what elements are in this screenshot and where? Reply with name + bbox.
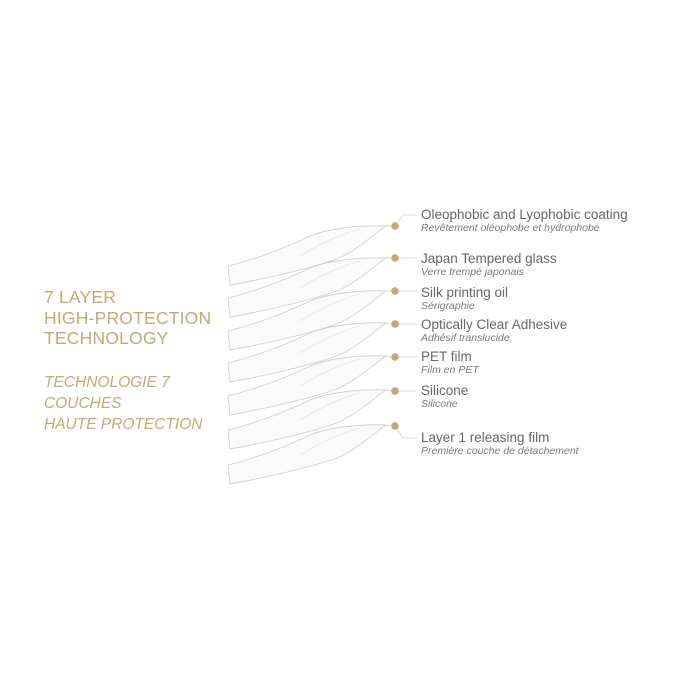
layer-label-french: Silicone bbox=[421, 398, 458, 410]
layer-crease bbox=[299, 325, 361, 354]
layer-label-french: Revêtement oléophobe et hydrophobe bbox=[421, 222, 600, 234]
layer-dot bbox=[391, 222, 399, 230]
layer-crease bbox=[299, 392, 361, 421]
layer-dot bbox=[391, 320, 399, 328]
layer-crease bbox=[299, 293, 361, 322]
layer-crease bbox=[299, 260, 361, 289]
title-english: 7 LAYER HIGH-PROTECTION TECHNOLOGY bbox=[44, 287, 212, 348]
label-connector bbox=[394, 425, 417, 439]
layer-crease bbox=[299, 427, 361, 456]
layer-label-english: Optically Clear Adhesive bbox=[421, 317, 568, 332]
layer-label-french: Verre trempé japonais bbox=[421, 266, 524, 278]
layer-label-english: Silk printing oil bbox=[421, 285, 509, 300]
layer-sheet bbox=[227, 355, 388, 416]
layer-crease bbox=[299, 358, 361, 387]
layer-label-french: Adhésif translucide bbox=[421, 332, 510, 344]
layer-label-french: Première couche de détachement bbox=[421, 445, 579, 457]
layer-label-english: Silicone bbox=[421, 383, 469, 398]
layer-dot bbox=[391, 254, 399, 262]
layer-dot bbox=[391, 422, 399, 430]
layer-sheet bbox=[227, 225, 388, 286]
layer-label-english: Oleophobic and Lyophobic coating bbox=[421, 207, 628, 222]
layer-sheet bbox=[227, 424, 388, 485]
layer-label-english: Layer 1 releasing film bbox=[421, 430, 550, 445]
title-french: TECHNOLOGIE 7 COUCHES HAUTE PROTECTION bbox=[44, 374, 203, 433]
layer-label-english: Japan Tempered glass bbox=[421, 251, 557, 266]
layer-label-french: Film en PET bbox=[421, 364, 479, 376]
label-connector bbox=[394, 214, 417, 227]
layer-dot bbox=[391, 387, 399, 395]
layer-crease bbox=[299, 228, 361, 257]
layer-sheet bbox=[227, 290, 388, 351]
layer-sheet bbox=[227, 322, 388, 383]
layer-sheet bbox=[227, 389, 388, 450]
layer-label-english: PET film bbox=[421, 349, 472, 364]
layer-dot bbox=[391, 353, 399, 361]
layer-sheet bbox=[227, 257, 388, 318]
layer-dot bbox=[391, 287, 399, 295]
layer-label-french: Sérigraphie bbox=[421, 300, 475, 312]
